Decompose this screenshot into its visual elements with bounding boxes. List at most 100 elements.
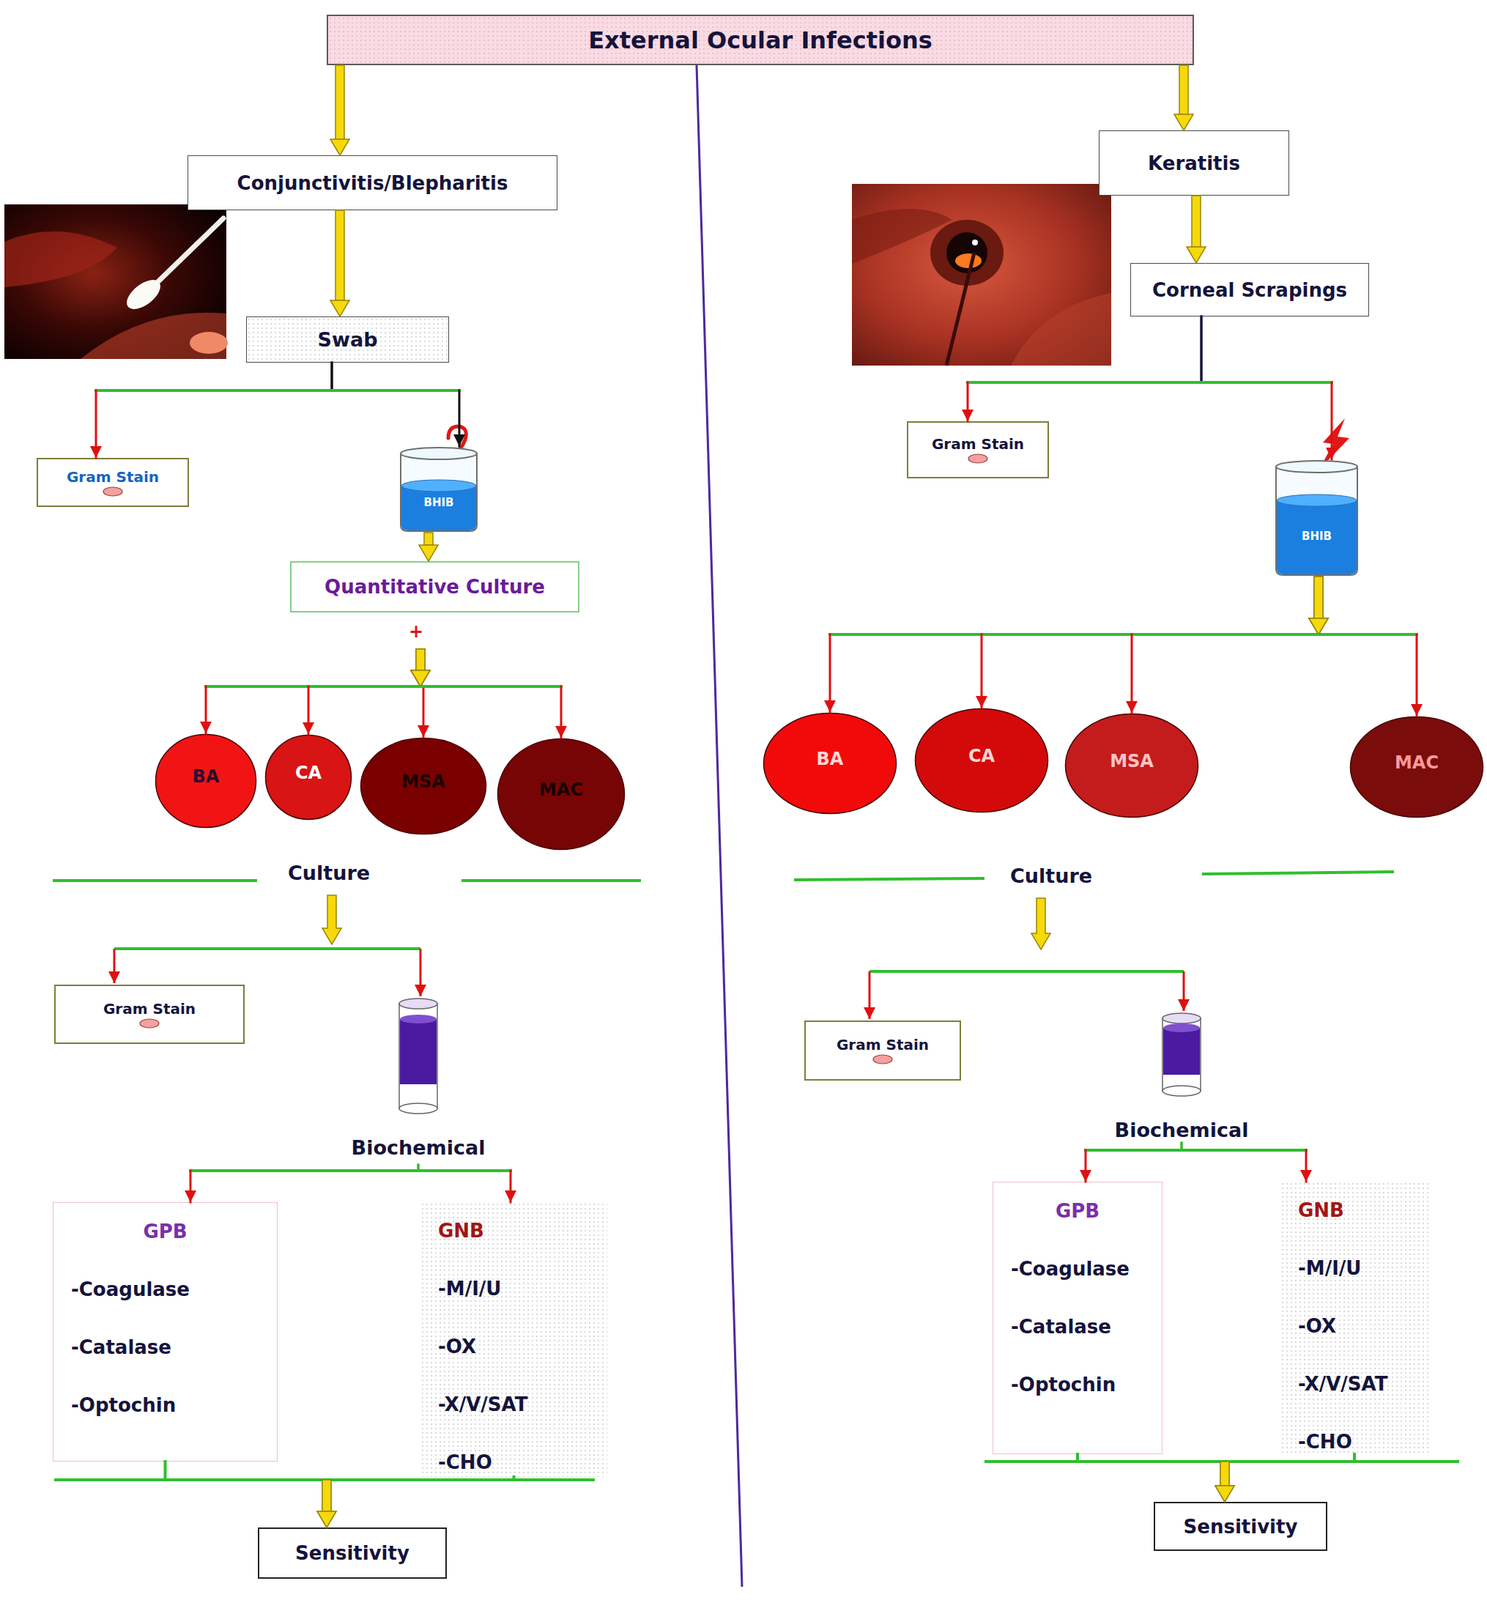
connector-line — [560, 686, 563, 738]
spatula — [946, 252, 975, 366]
stain-box: Gram Stain — [804, 1020, 962, 1081]
connector-line — [420, 684, 424, 688]
connector-line — [829, 632, 1319, 636]
connector-line — [308, 684, 421, 688]
connector-line — [205, 684, 421, 688]
connector-line — [417, 1164, 420, 1171]
plate-ellipse — [156, 734, 257, 828]
connector-line — [420, 684, 562, 688]
test-item: -Catalase — [1010, 1298, 1162, 1356]
test-list-box: GNB-M/I/U-OX-X/V/SAT-CHO — [1280, 1181, 1429, 1455]
connector — [1085, 1142, 1182, 1182]
connector-line — [1180, 1142, 1184, 1151]
connector-line — [1077, 1459, 1225, 1463]
process-box: Sensitivity — [1153, 1501, 1328, 1551]
connector-line — [205, 686, 208, 734]
connector-line — [1305, 1150, 1308, 1182]
yellow-arrow-shaft — [1179, 65, 1189, 115]
test-list-box: GNB-M/I/U-OX-X/V/SAT-CHO — [420, 1202, 608, 1477]
yellow-arrow-shaft — [1220, 1461, 1230, 1486]
process-box: Keratitis — [1098, 130, 1290, 196]
connector-line — [1330, 382, 1334, 460]
glint — [955, 253, 982, 269]
test-item: -M/I/U — [1298, 1239, 1429, 1298]
title-text: External Ocular Infections — [588, 26, 933, 55]
connector — [95, 362, 332, 458]
box-text: Keratitis — [1147, 152, 1241, 175]
connector-line — [967, 380, 1202, 384]
group-heading: GNB — [1298, 1181, 1429, 1240]
connector-line — [326, 1478, 515, 1482]
connector — [967, 316, 1202, 422]
connector — [190, 1164, 419, 1203]
connector-line — [1084, 1150, 1088, 1182]
connector-line — [1224, 1459, 1355, 1463]
photo-background — [4, 204, 227, 359]
process-box: Conjunctivitis/Blepharitis — [187, 155, 558, 211]
yellow-arrow-shaft — [1314, 576, 1323, 619]
test-item: -OX — [1298, 1297, 1429, 1356]
group-heading: GNB — [438, 1202, 608, 1260]
biochemical-tube: Biochemical — [1104, 1012, 1259, 1143]
section-label: Culture — [1010, 864, 1093, 888]
test-item: -OX — [438, 1317, 608, 1376]
yellow-arrow-shaft — [1220, 1461, 1230, 1486]
slide-smear — [871, 1053, 894, 1066]
connector-line — [189, 1170, 192, 1203]
yellow-arrow — [1031, 898, 1051, 950]
connector-line — [331, 362, 334, 391]
yellow-arrow-shaft — [335, 210, 345, 301]
liquid-surface — [1163, 1023, 1200, 1033]
connector-line — [95, 390, 98, 458]
cornea-photo — [851, 183, 1112, 366]
skin-fold — [1010, 293, 1112, 366]
box-text: Corneal Scrapings — [1152, 279, 1348, 302]
yellow-arrow-head — [1215, 1485, 1235, 1502]
agar-plate: CA — [264, 733, 353, 821]
connector-line — [981, 632, 1319, 636]
connector-line — [331, 388, 460, 392]
smear-oval — [873, 1054, 893, 1064]
connector — [165, 1461, 337, 1528]
connector — [330, 210, 350, 317]
connector-line — [1415, 634, 1419, 716]
test-item: -M/I/U — [438, 1259, 608, 1318]
yellow-arrow-head — [1215, 1485, 1235, 1502]
connector — [1181, 1142, 1307, 1182]
green-rule — [794, 878, 985, 880]
yellow-arrow-head — [410, 670, 430, 687]
yellow-arrow-head — [1308, 618, 1329, 635]
divider-line — [696, 65, 743, 1587]
photo-background — [851, 183, 1112, 366]
connector — [1131, 576, 1329, 713]
section-label: Culture — [287, 861, 370, 885]
plate-ellipse — [265, 735, 352, 820]
test-item: -Optochin — [1010, 1355, 1162, 1414]
box-text: Sensitivity — [295, 1541, 410, 1564]
smear-oval — [103, 487, 123, 496]
green-rule — [52, 879, 258, 882]
connector-line — [307, 686, 310, 734]
connector — [418, 1164, 511, 1203]
title-box: External Ocular Infections — [326, 14, 1194, 66]
test-list-box: GPB-Coagulase-Catalase-Optochin — [992, 1181, 1163, 1455]
beaker-label-holder: BHIB — [397, 495, 480, 510]
slide-smear — [138, 1017, 161, 1030]
beaker-label-holder: BHIB — [1273, 529, 1361, 543]
test-item: -X/V/SAT — [438, 1375, 608, 1434]
connector-line — [1076, 1454, 1079, 1462]
plate-ellipse — [764, 713, 897, 814]
slide-smear — [966, 452, 989, 465]
beaker-art — [1273, 459, 1361, 577]
connector-line — [1318, 632, 1417, 636]
agar-plate: MAC — [496, 737, 626, 851]
plate-label: BA — [816, 748, 844, 770]
group-heading: GPB — [993, 1182, 1162, 1241]
tube-liquid — [399, 1018, 437, 1085]
tube-bottom — [1162, 1085, 1201, 1096]
green-rule — [984, 1459, 1460, 1463]
test-item: -CHO — [1298, 1413, 1429, 1471]
yellow-arrow-head — [1308, 618, 1329, 635]
connector-line — [95, 388, 332, 392]
tube-liquid — [1163, 1027, 1200, 1075]
